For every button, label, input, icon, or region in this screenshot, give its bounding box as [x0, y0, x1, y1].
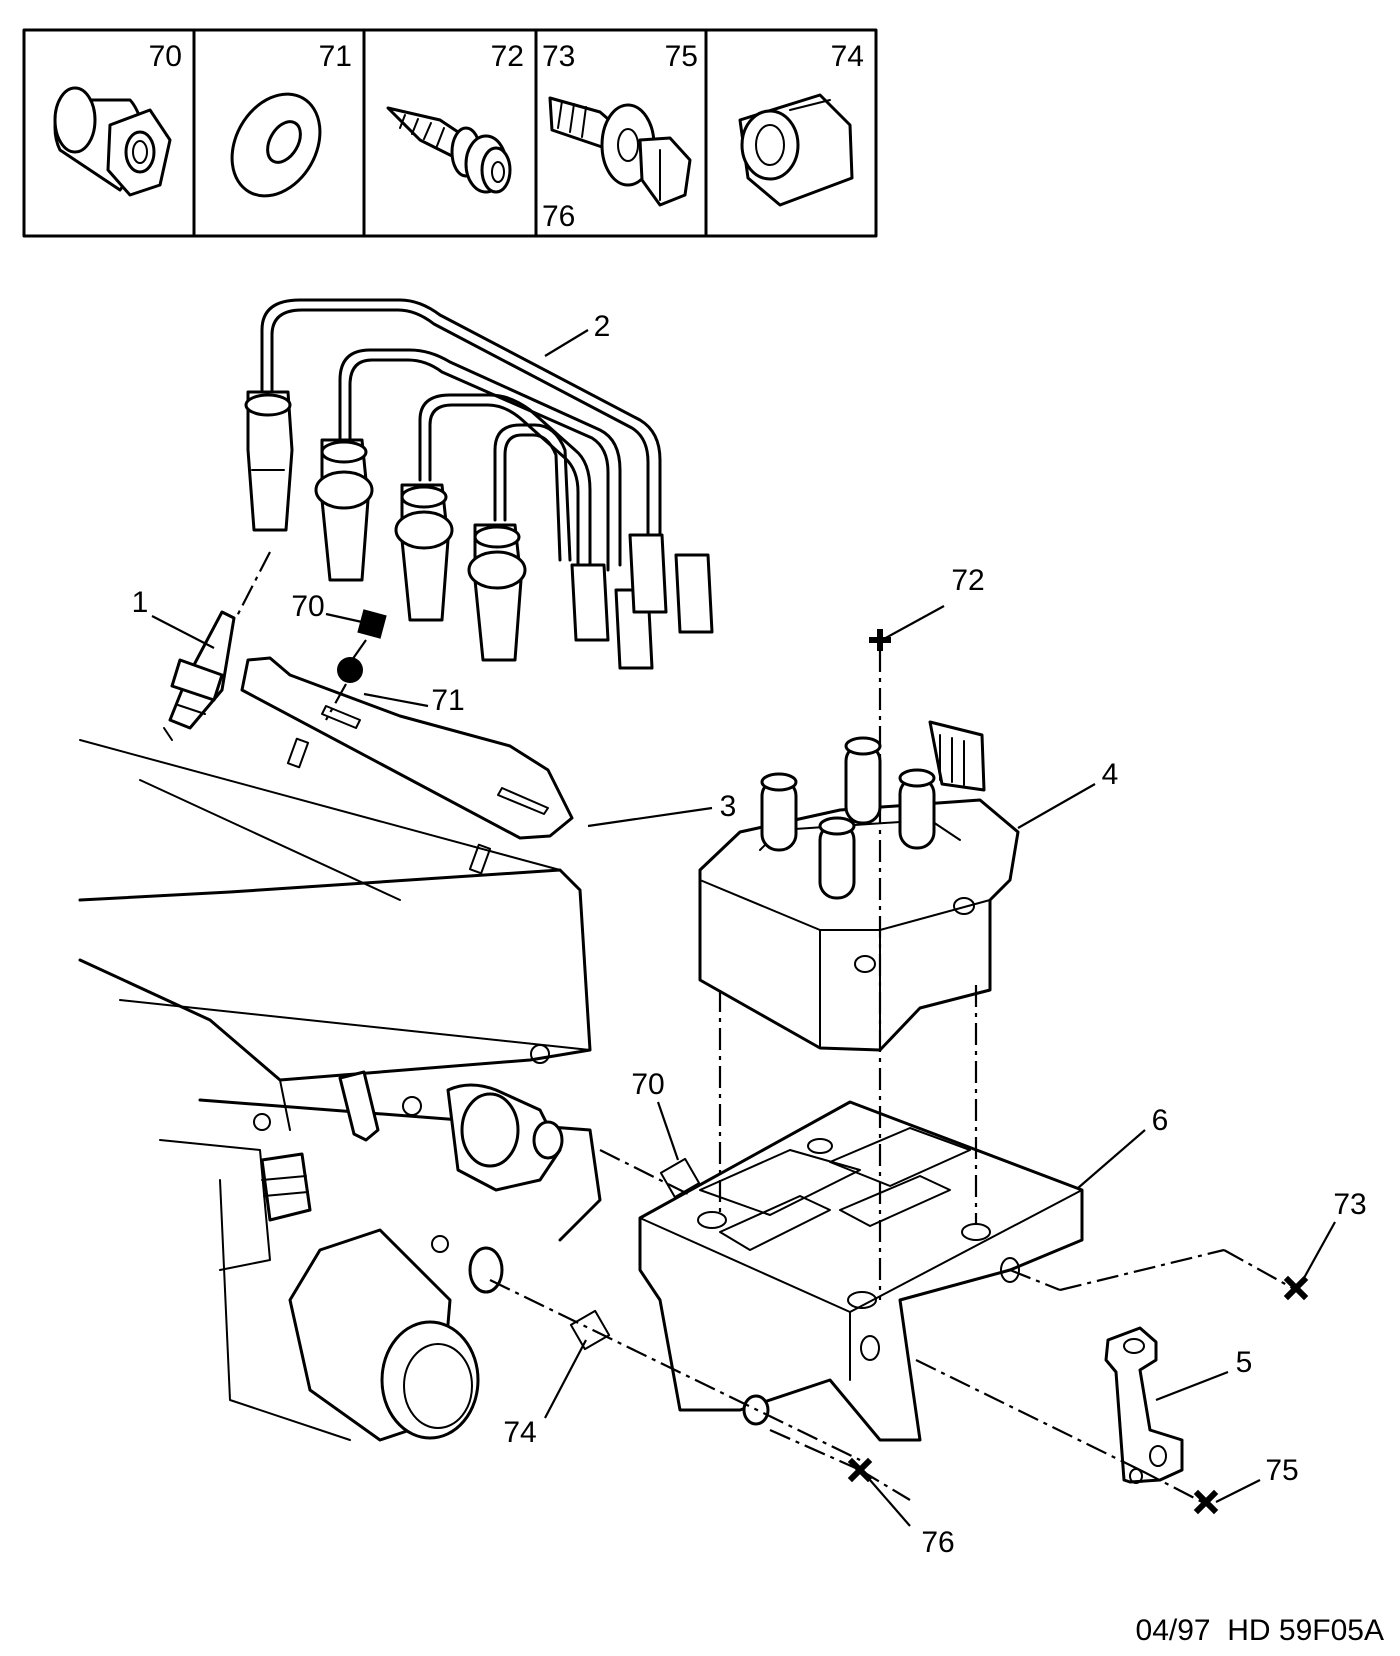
legend-label-74: 74: [831, 40, 864, 73]
bracket: [1104, 1326, 1184, 1484]
washer-icon: [230, 92, 322, 198]
legend-label-72: 72: [491, 40, 524, 73]
callout-6: 6: [1152, 1104, 1169, 1137]
legend-label-73: 73: [542, 40, 575, 73]
callout-72: 72: [951, 564, 984, 597]
lead-bracket: [240, 656, 574, 875]
spark-plug-boot: [244, 390, 294, 532]
nut-symbol: [357, 609, 387, 639]
callout-70-upper: 70: [291, 590, 324, 623]
legend-cell-74: 74: [738, 40, 864, 207]
callout-74: 74: [503, 1416, 536, 1449]
coil-terminal-boots: [570, 533, 714, 670]
callout-3: 3: [720, 790, 737, 823]
spark-plug-boot: [394, 483, 454, 622]
callouts: 1 2 3 4 5 6 70 71 72 74 70 73 76 75: [132, 310, 1367, 1559]
split-bush-icon: [738, 93, 854, 207]
flanged-nut-icon: [53, 86, 172, 197]
leader-lines: [151, 329, 1336, 1527]
assembly-lines: [235, 551, 1297, 1505]
plastic-screw-icon: [386, 106, 512, 194]
callout-2: 2: [594, 310, 611, 343]
legend-cell-70: 70: [53, 40, 182, 197]
ht-leads: [244, 298, 714, 670]
washer-symbol: [337, 657, 363, 683]
spark-plug-boot: [314, 438, 374, 582]
legend-cell-73-75-76: 73 75 76: [542, 40, 698, 233]
fastener-symbols: [569, 629, 1309, 1515]
legend-label-70: 70: [149, 40, 182, 73]
legend-label-71: 71: [319, 40, 352, 73]
legend-label-75: 75: [665, 40, 698, 73]
callout-73: 73: [1333, 1188, 1366, 1221]
spark-plug: [163, 610, 236, 741]
coil-support: [638, 1100, 1084, 1442]
callout-5: 5: [1236, 1346, 1253, 1379]
callout-76: 76: [921, 1526, 954, 1559]
drawing-reference: 04/97 HD 59F05A: [1136, 1614, 1384, 1647]
legend-label-76: 76: [542, 200, 575, 233]
callout-1: 1: [132, 586, 149, 619]
callout-4: 4: [1102, 758, 1119, 791]
bolt-washer-nut-icon: [548, 96, 692, 207]
legend-cell-71: 71: [230, 40, 352, 198]
legend-cell-72: 72: [386, 40, 524, 194]
ignition-coil: [698, 720, 1020, 1052]
callout-75: 75: [1265, 1454, 1298, 1487]
callout-71: 71: [431, 684, 464, 717]
legend-box: 70 71 72: [22, 28, 878, 238]
spark-plug-boot: [467, 523, 527, 662]
callout-70-lower: 70: [631, 1068, 664, 1101]
engine-block: [78, 739, 602, 1442]
